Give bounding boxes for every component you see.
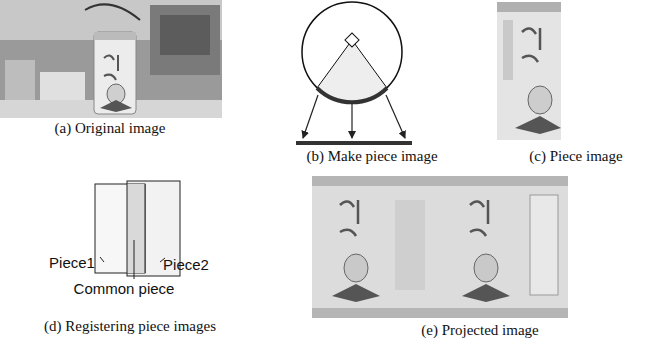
projection-sketch [296, 2, 412, 143]
projected-photo [312, 176, 568, 318]
part-name: Common piece [74, 280, 175, 297]
figure-caption: (e) Projected image [421, 322, 538, 339]
figure-caption: (b) Make piece image [306, 148, 437, 165]
figure-caption: (d) Registering piece images [44, 318, 216, 335]
figure-caption: (a) Original image [55, 120, 166, 137]
original-photo [0, 0, 222, 118]
part-name: Piece1 [49, 254, 95, 271]
piece-photo [497, 2, 561, 140]
figure-caption: (c) Piece image [529, 148, 622, 165]
part-name: Piece2 [163, 256, 209, 273]
